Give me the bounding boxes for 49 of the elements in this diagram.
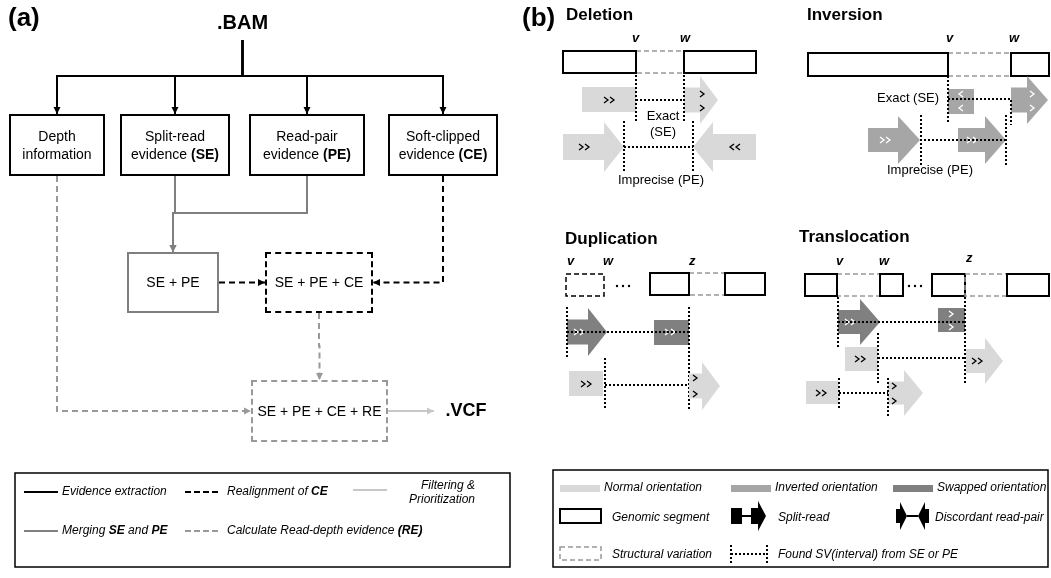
breakpoint-label: v: [567, 253, 575, 268]
process-box: Split-read evidence (SE): [120, 114, 230, 176]
legend-text: Found SV(interval) from SE or PE: [778, 547, 959, 561]
legend-text: Structural variation: [612, 547, 713, 561]
process-box: Depth information: [9, 114, 105, 176]
panel-label: (b): [522, 2, 556, 33]
breakpoint-label: v: [632, 30, 640, 45]
panel-heading: Deletion: [566, 5, 634, 25]
breakpoint-label: v: [946, 30, 954, 45]
process-box: Read-pair evidence (PE): [249, 114, 365, 176]
legend-text: Genomic segment: [612, 510, 710, 524]
legend-text: Realignment of CE: [227, 484, 328, 498]
arrow: [372, 175, 444, 286]
panel-heading: Translocation: [799, 227, 910, 247]
legend-text: Discordant read-pair: [935, 510, 1044, 524]
annotation-text: Imprecise (PE): [887, 162, 973, 177]
breakpoint-label: v: [836, 253, 844, 268]
legend-text: Inverted orientation: [775, 480, 878, 494]
breakpoint-label: z: [689, 253, 696, 268]
legend-text: Calculate Read-depth evidence (RE): [227, 523, 423, 537]
breakpoint-label: w: [603, 253, 614, 268]
breakpoint-label: z: [966, 250, 973, 265]
legend-text: Evidence extraction: [62, 484, 167, 498]
panel-heading: Duplication: [565, 229, 658, 249]
breakpoint-label: w: [879, 253, 890, 268]
process-box: Soft-clipped evidence (CE): [388, 114, 498, 176]
legend-text: Normal orientation: [604, 480, 703, 494]
breakpoint-label: w: [680, 30, 691, 45]
legend-text: Split-read: [778, 510, 830, 524]
arrow: [56, 175, 252, 415]
arrow: [169, 175, 308, 253]
arrow: [387, 407, 435, 415]
breakpoint-label: w: [1009, 30, 1020, 45]
annotation-text: Exact (SE): [877, 90, 940, 105]
file-label: .BAM: [200, 6, 285, 38]
panel-heading: Inversion: [807, 5, 883, 25]
process-box: SE + PE + CE + RE: [251, 380, 388, 442]
arrow: [316, 312, 323, 381]
annotation-text: Exact (SE): [645, 108, 681, 141]
panel-label: (a): [8, 2, 40, 33]
process-box: SE + PE: [127, 252, 219, 313]
process-box: SE + PE + CE: [265, 252, 373, 313]
arrow: [218, 279, 266, 286]
annotation-text: Imprecise (PE): [618, 172, 704, 187]
legend-text: Merging SE and PE: [62, 523, 168, 537]
file-label: .VCF: [440, 396, 492, 426]
legend-text: Swapped orientation: [937, 480, 1047, 494]
arrow: [241, 51, 447, 115]
legend-text: Filtering & Prioritization: [407, 478, 475, 506]
